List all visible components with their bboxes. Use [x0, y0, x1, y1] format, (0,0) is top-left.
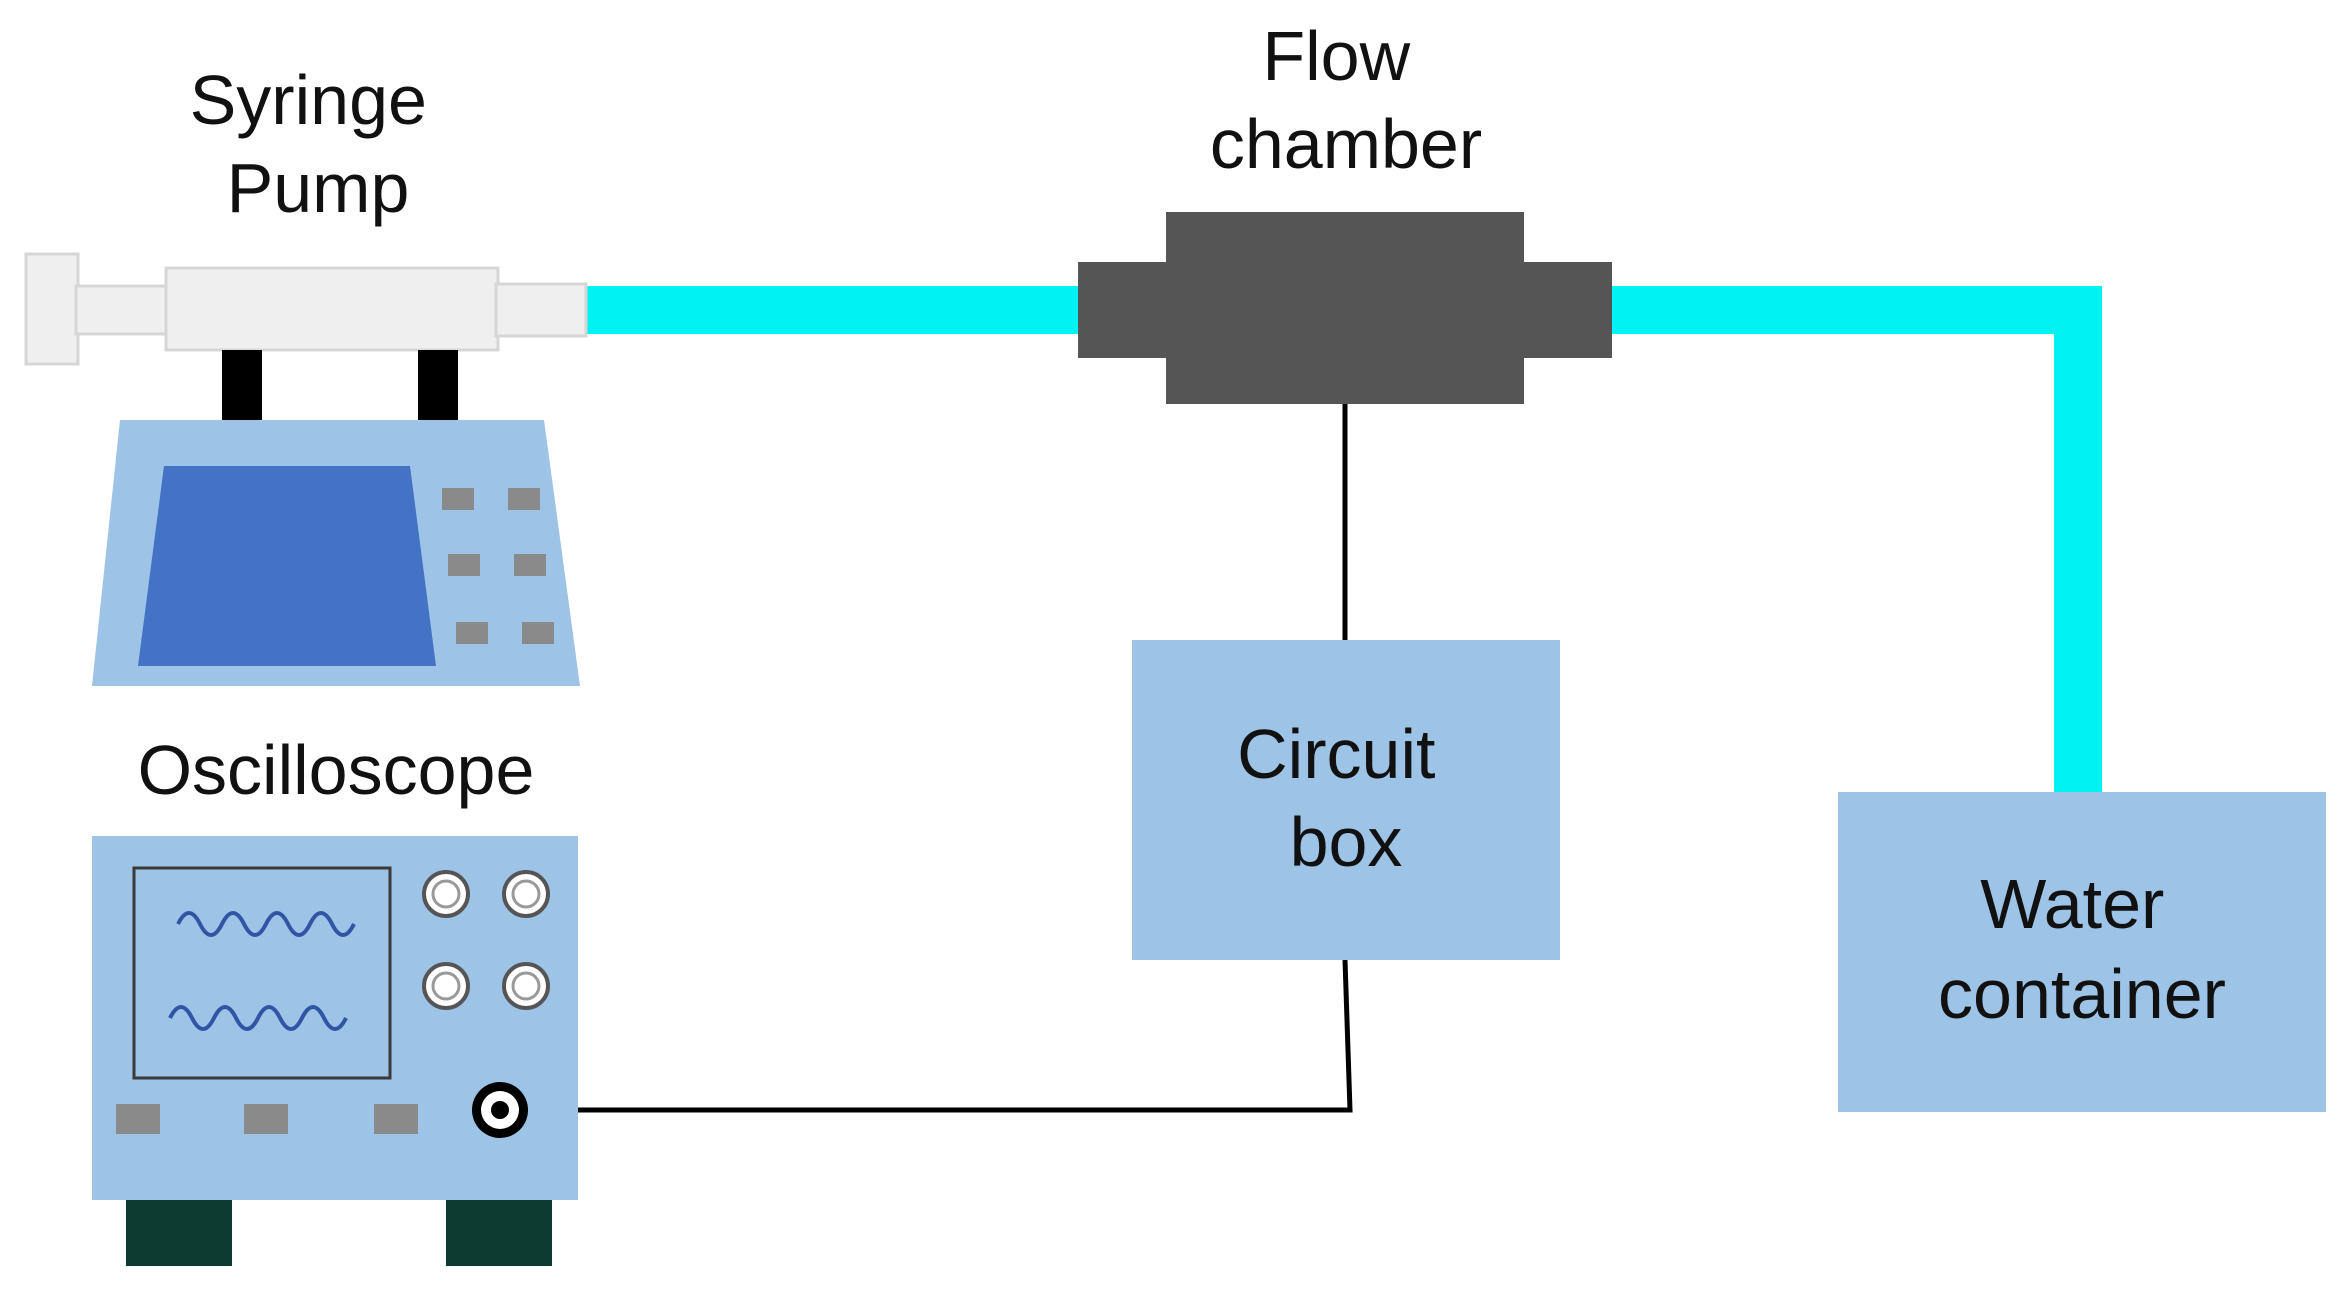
water-container: Water container	[1838, 792, 2326, 1112]
circuit-box-label-line1: Circuit	[1237, 715, 1435, 793]
chamber-connector-right	[1522, 262, 1612, 358]
flow-chamber-label: Flow chamber	[1210, 17, 1482, 183]
tube-pump-to-chamber	[584, 286, 1082, 334]
oscilloscope-label-line1: Oscilloscope	[138, 731, 535, 809]
syringe-pump-label: Syringe Pump	[190, 61, 447, 227]
oscilloscope-button	[116, 1104, 160, 1134]
syringe-pump	[92, 350, 580, 686]
pump-screen	[138, 466, 436, 666]
circuit-box-body	[1132, 640, 1560, 960]
water-container-label: Water container	[1938, 865, 2226, 1033]
pump-clamp-left	[222, 350, 262, 422]
pump-button	[508, 488, 540, 510]
pump-button	[522, 622, 554, 644]
syringe-plunger-end	[24, 252, 80, 366]
pump-clamp-right	[418, 350, 458, 422]
syringe-pump-label-line1: Syringe	[190, 61, 427, 139]
waveform-icon	[176, 911, 356, 937]
oscilloscope-buttons	[116, 1104, 418, 1134]
flow-chamber	[1078, 212, 1612, 404]
chamber-body	[1166, 212, 1524, 404]
syringe-plunger-rod	[74, 284, 170, 336]
syringe-tip	[494, 282, 588, 338]
oscilloscope-button	[374, 1104, 418, 1134]
input-jack-icon	[472, 1082, 528, 1138]
syringe	[24, 252, 588, 366]
knob-icon	[502, 962, 550, 1010]
knob-icon	[502, 870, 550, 918]
wire-circuit-to-oscilloscope	[520, 959, 1353, 1113]
oscilloscope	[92, 836, 578, 1266]
syringe-pump-label-line2: Pump	[227, 149, 410, 227]
water-container-label-line2: container	[1938, 955, 2226, 1033]
pump-buttons	[442, 488, 554, 644]
oscilloscope-knobs	[422, 870, 550, 1010]
syringe-barrel	[164, 266, 500, 352]
oscilloscope-button	[244, 1104, 288, 1134]
circuit-box-label: Circuit box	[1237, 715, 1455, 881]
circuit-box-label-line2: box	[1290, 803, 1403, 881]
circuit-box: Circuit box	[1132, 640, 1560, 960]
wiring	[520, 404, 1353, 1113]
flow-chamber-label-line1: Flow	[1262, 17, 1410, 95]
tube-down-to-container	[2054, 286, 2102, 794]
oscilloscope-body	[92, 836, 578, 1200]
oscilloscope-label: Oscilloscope	[138, 731, 535, 809]
tube-chamber-to-corner	[1608, 286, 2102, 334]
pump-button	[456, 622, 488, 644]
waveform-icon	[168, 1005, 348, 1031]
water-container-label-line1: Water	[1980, 865, 2164, 943]
chamber-connector-left	[1078, 262, 1168, 358]
oscilloscope-foot-right	[446, 1198, 552, 1266]
pump-button	[514, 554, 546, 576]
pump-button	[442, 488, 474, 510]
oscilloscope-foot-left	[126, 1198, 232, 1266]
oscilloscope-screen	[132, 866, 392, 1080]
tubing	[584, 286, 2102, 794]
water-container-body	[1838, 792, 2326, 1112]
flow-chamber-label-line2: chamber	[1210, 105, 1482, 183]
pump-button	[448, 554, 480, 576]
knob-icon	[422, 962, 470, 1010]
knob-icon	[422, 870, 470, 918]
